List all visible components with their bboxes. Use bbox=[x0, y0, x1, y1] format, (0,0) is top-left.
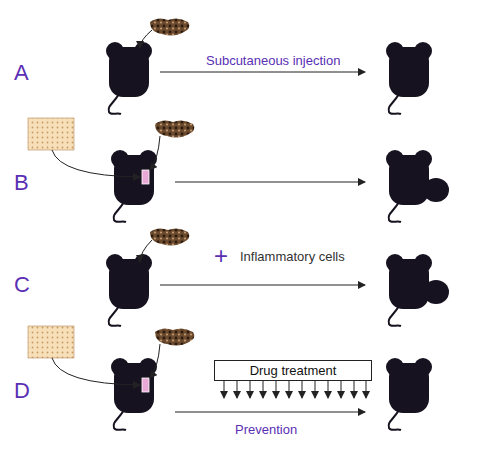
box-text: Drug treatment bbox=[250, 363, 337, 378]
tumor bbox=[423, 280, 449, 304]
injection-arrow bbox=[150, 344, 160, 378]
plus-sign: + bbox=[214, 244, 228, 268]
mouse bbox=[111, 150, 157, 222]
mouse bbox=[106, 42, 152, 114]
injection-arrow bbox=[150, 136, 160, 170]
process-arrow bbox=[175, 411, 365, 412]
scaffold bbox=[28, 326, 74, 358]
tissue-fragment bbox=[155, 120, 194, 137]
tissue-fragment bbox=[150, 18, 189, 35]
dosing-arrows bbox=[224, 381, 366, 398]
process-box: Drug treatment bbox=[214, 360, 372, 381]
panel-letter: A bbox=[14, 62, 29, 84]
panel-letter: B bbox=[14, 172, 29, 194]
scaffold bbox=[28, 118, 74, 150]
implant bbox=[142, 378, 149, 392]
mouse bbox=[386, 42, 432, 114]
injection-arrow bbox=[140, 30, 152, 48]
tumor bbox=[423, 178, 449, 202]
process-arrow bbox=[160, 71, 365, 72]
step-label: Prevention bbox=[235, 423, 297, 436]
process-arrow bbox=[160, 284, 365, 285]
step-label: Inflammatory cells bbox=[240, 250, 345, 263]
process-arrow bbox=[175, 181, 365, 182]
tissue-fragment bbox=[155, 328, 194, 345]
tissue-fragment bbox=[150, 228, 189, 245]
mouse bbox=[111, 358, 157, 430]
implant-arrow bbox=[52, 150, 140, 177]
implant bbox=[142, 170, 149, 184]
injection-arrow bbox=[140, 240, 152, 262]
panel-letter: C bbox=[14, 274, 30, 296]
mouse bbox=[106, 254, 152, 326]
step-label: Subcutaneous injection bbox=[206, 54, 340, 67]
panel-letter: D bbox=[14, 380, 30, 402]
mouse bbox=[386, 358, 432, 430]
implant-arrow bbox=[52, 358, 140, 385]
